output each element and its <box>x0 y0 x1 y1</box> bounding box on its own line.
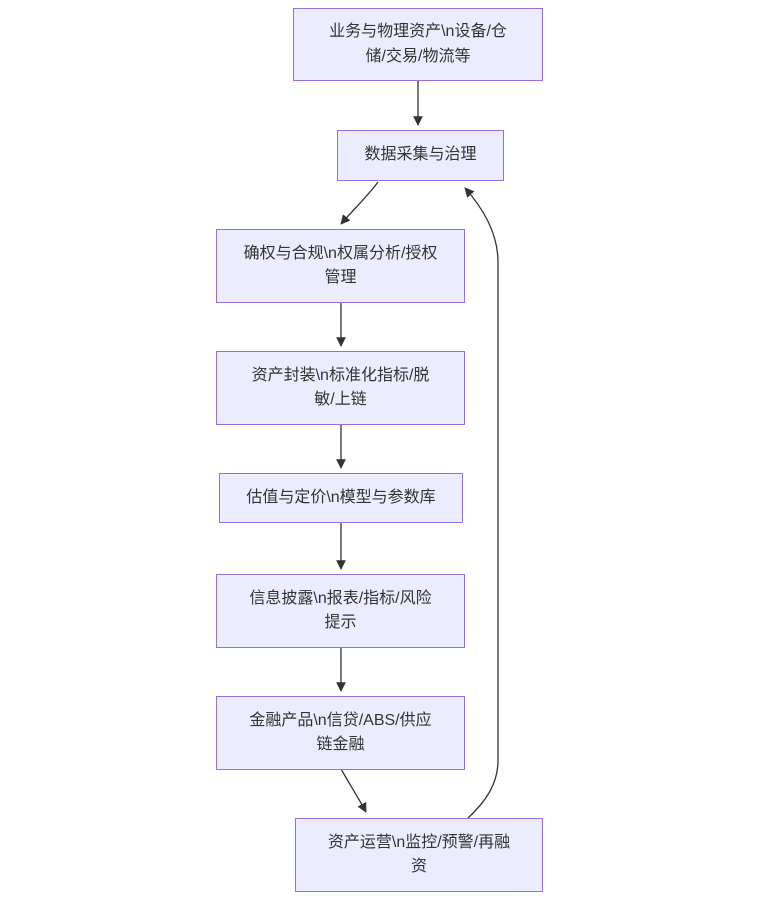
node-label: 业务与物理资产\n设备/仓储/交易/物流等 <box>329 23 507 65</box>
edge-data-to-rights <box>340 181 379 225</box>
flow-node-rights-compliance: 确权与合规\n权属分析/授权管理 <box>216 229 465 303</box>
flow-node-data-collection-governance: 数据采集与治理 <box>337 130 504 181</box>
node-label: 数据采集与治理 <box>364 146 477 164</box>
edge-products-to-operations <box>340 768 367 813</box>
flow-node-asset-packaging: 资产封装\n标准化指标/脱敏/上链 <box>216 351 465 425</box>
flow-node-valuation-pricing: 估值与定价\n模型与参数库 <box>219 473 463 523</box>
node-label: 资产运营\n监控/预警/再融资 <box>327 833 511 876</box>
node-label: 信息披露\n报表/指标/风险提示 <box>249 589 432 632</box>
node-label: 估值与定价\n模型与参数库 <box>246 488 436 506</box>
flow-node-business-physical-assets: 业务与物理资产\n设备/仓储/交易/物流等 <box>293 8 543 81</box>
edge-operations-to-data-loop <box>464 187 499 819</box>
flow-node-information-disclosure: 信息披露\n报表/指标/风险提示 <box>216 574 465 648</box>
flow-node-financial-products: 金融产品\n信贷/ABS/供应链金融 <box>216 696 465 770</box>
node-label: 金融产品\n信贷/ABS/供应链金融 <box>249 711 432 754</box>
node-label: 确权与合规\n权属分析/授权管理 <box>243 244 438 287</box>
flow-node-asset-operations: 资产运营\n监控/预警/再融资 <box>295 818 543 892</box>
node-label: 资产封装\n标准化指标/脱敏/上链 <box>251 366 430 409</box>
